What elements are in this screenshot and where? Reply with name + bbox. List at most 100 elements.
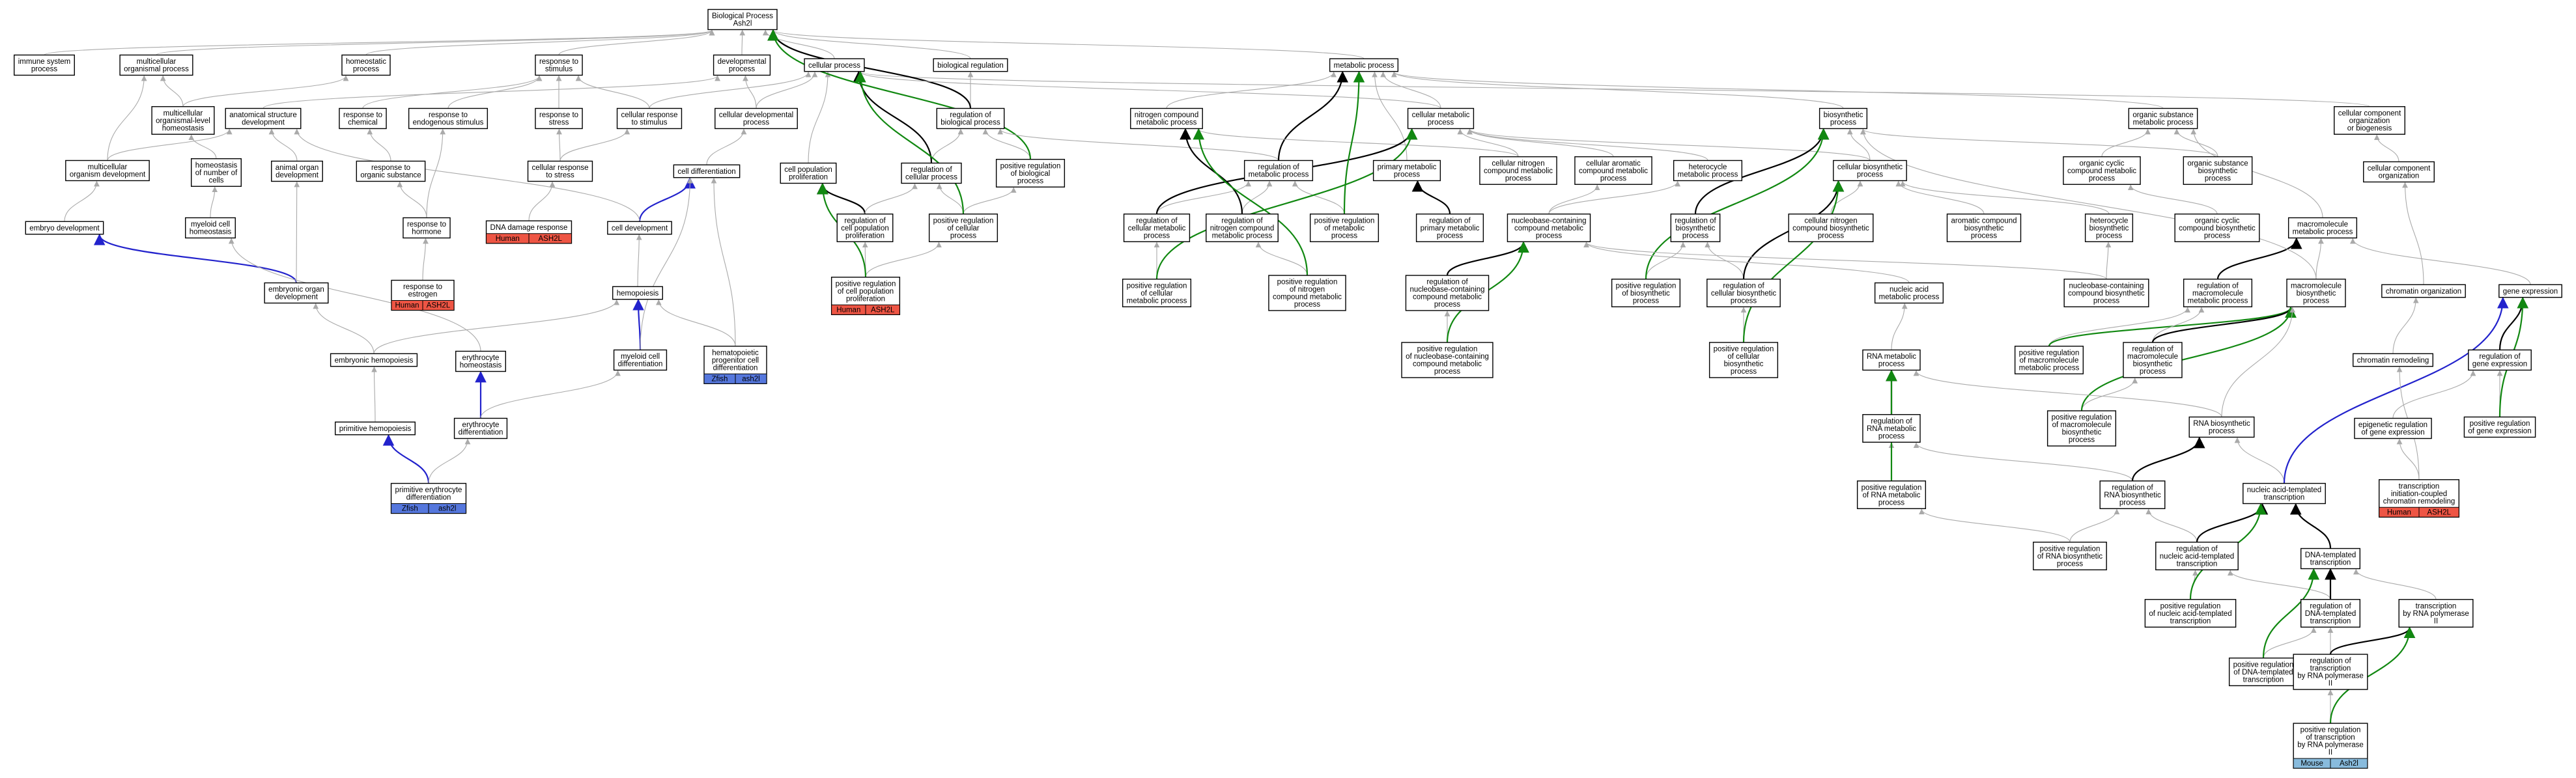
edge-is-a bbox=[808, 71, 831, 163]
term-box bbox=[356, 160, 426, 182]
term-label: development bbox=[242, 119, 285, 127]
term-label: of transcription bbox=[2306, 734, 2355, 742]
edge-pos-regulates bbox=[2262, 568, 2320, 658]
term-node: transcriptioninitiation-coupledchromatin… bbox=[2379, 479, 2459, 518]
edge-is-a bbox=[963, 187, 1017, 214]
term-label: organismal process bbox=[124, 66, 189, 74]
term-box bbox=[2381, 284, 2466, 298]
edge-is-a bbox=[931, 128, 964, 163]
term-box bbox=[2363, 161, 2435, 183]
term-label: metabolic process bbox=[1678, 171, 1738, 179]
term-label: process bbox=[2119, 499, 2146, 507]
term-box bbox=[1670, 214, 1721, 242]
edge-is-a bbox=[1196, 128, 1519, 158]
term-label: myeloid cell bbox=[621, 353, 660, 361]
term-label: proliferation bbox=[789, 174, 828, 182]
term-box bbox=[2128, 107, 2198, 130]
term-box bbox=[1788, 214, 1874, 242]
edge-is-a bbox=[1255, 242, 1308, 276]
term-label: RNA biosynthetic bbox=[2104, 492, 2161, 499]
term-label: process bbox=[1428, 119, 1454, 127]
term-label: RNA metabolic bbox=[1867, 425, 1916, 433]
term-label: process bbox=[2303, 297, 2330, 305]
term-box bbox=[2300, 548, 2361, 570]
edge-is-a bbox=[447, 75, 543, 109]
term-label: positive regulation bbox=[1277, 279, 1338, 286]
term-label: positive regulation bbox=[1616, 282, 1677, 290]
term-label: progenitor cell bbox=[712, 357, 759, 365]
term-label: regulation of bbox=[844, 217, 886, 225]
term-box bbox=[1946, 214, 2022, 242]
edge-is-a bbox=[2152, 307, 2205, 343]
term-box bbox=[2228, 658, 2299, 686]
term-box bbox=[715, 107, 798, 130]
term-label: compound metabolic bbox=[2067, 167, 2136, 175]
edge-is-a bbox=[44, 29, 715, 55]
edge-is-a bbox=[362, 75, 543, 109]
term-label: compound metabolic bbox=[1413, 294, 1482, 301]
annotation-tag-label: ash2l bbox=[742, 375, 760, 383]
term-label: DNA-templated bbox=[2305, 610, 2357, 618]
edge-is-a bbox=[107, 128, 233, 161]
edge-is-a bbox=[575, 75, 650, 109]
term-label: response to bbox=[539, 111, 578, 119]
term-label: organization bbox=[2349, 117, 2390, 125]
term-label: anatomical structure bbox=[229, 111, 297, 119]
term-label: cellular response bbox=[532, 164, 589, 172]
term-label: metabolic process bbox=[2188, 297, 2248, 305]
term-label: gene expression bbox=[2503, 288, 2558, 296]
term-label: to stress bbox=[546, 172, 574, 180]
term-label: process bbox=[1017, 177, 1044, 185]
term-label: regulation of bbox=[911, 166, 952, 174]
edge-regulates bbox=[1180, 128, 1243, 214]
term-label: gene expression bbox=[2472, 361, 2527, 368]
term-box bbox=[2014, 346, 2084, 374]
term-box bbox=[1574, 156, 1652, 185]
term-box bbox=[1329, 58, 1399, 72]
term-box bbox=[1611, 279, 1681, 307]
term-box bbox=[2463, 416, 2536, 438]
edge-is-a bbox=[1156, 180, 1252, 214]
term-box bbox=[1122, 279, 1192, 307]
annotation-tag-label: Human bbox=[395, 302, 419, 310]
term-label: nucleic acid-templated bbox=[2247, 486, 2321, 494]
edge-is-a bbox=[1380, 71, 1441, 109]
term-node: metabolic process bbox=[1329, 58, 1399, 72]
term-box bbox=[933, 58, 1008, 72]
term-box bbox=[151, 106, 215, 135]
term-label: hemopoiesis bbox=[617, 290, 659, 298]
term-label: cellular process bbox=[808, 62, 860, 70]
term-label: cellular aromatic bbox=[1586, 160, 1641, 167]
edge-is-a bbox=[739, 29, 746, 55]
term-label: RNA metabolic bbox=[1867, 353, 1916, 361]
edge-is-a bbox=[2081, 378, 2138, 411]
term-label: response to bbox=[343, 111, 382, 119]
term-label: regulation of bbox=[2176, 545, 2218, 553]
term-label: process bbox=[729, 66, 756, 74]
edge-is-a bbox=[1166, 71, 1337, 109]
term-box bbox=[901, 162, 962, 184]
term-box bbox=[271, 160, 323, 182]
annotation-tag bbox=[422, 300, 455, 311]
term-label: chromatin remodeling bbox=[2357, 357, 2429, 365]
